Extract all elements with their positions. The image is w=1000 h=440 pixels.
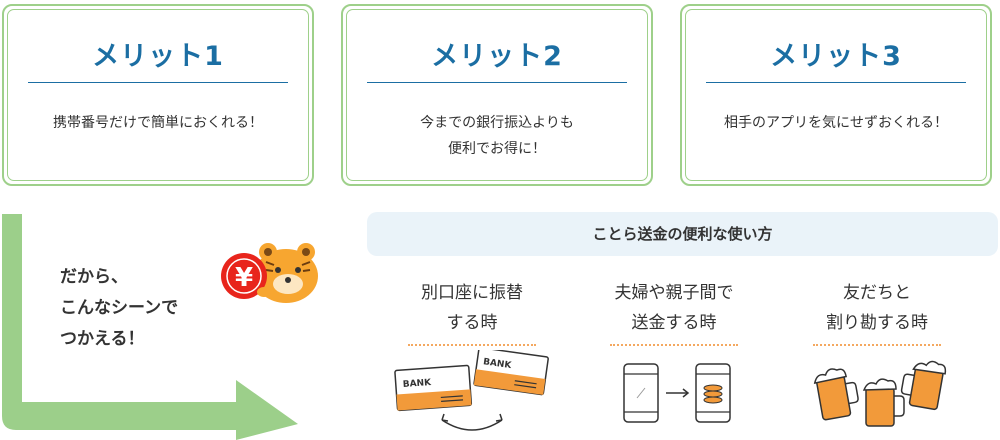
scene-split-bill: 友だちと 割り勘する時 <box>777 278 977 346</box>
dotted-divider <box>813 344 941 346</box>
dotted-divider <box>610 344 738 346</box>
bank-label: BANK <box>482 357 512 371</box>
divider <box>706 82 966 83</box>
bank-cards-icon: BANK BANK <box>394 350 549 431</box>
mascot-tiger-icon: ¥ <box>221 243 318 303</box>
scene-title: 友だちと 割り勘する時 <box>826 283 928 333</box>
scene-title: 別口座に振替 する時 <box>421 283 523 333</box>
benefit-card-3: メリット3 相手のアプリを気にせずおくれる！ <box>680 4 992 186</box>
benefit-description: 相手のアプリを気にせずおくれる！ <box>724 115 948 131</box>
benefit-title: メリット1 <box>92 41 224 72</box>
divider <box>28 82 288 83</box>
divider <box>367 82 627 83</box>
phone-transfer-icon <box>623 363 731 423</box>
benefit-card-2: メリット2 今までの銀行振込よりも 便利でお得に！ <box>341 4 653 186</box>
yen-symbol: ¥ <box>235 263 253 293</box>
benefit-description: 携帯番号だけで簡単におくれる！ <box>53 115 263 131</box>
benefit-card-1: メリット1 携帯番号だけで簡単におくれる！ <box>2 4 314 186</box>
bent-arrow-icon <box>2 214 298 440</box>
benefit-title: メリット2 <box>431 41 563 72</box>
benefit-title: メリット3 <box>770 41 902 72</box>
beer-mugs-icon <box>813 360 947 427</box>
catchphrase: だから、 こんなシーンで つかえる！ <box>60 267 179 349</box>
bank-label: BANK <box>403 378 433 390</box>
scene-family: 夫婦や親子間で 送金する時 <box>574 278 774 346</box>
howto-heading: ことら送金の便利な使い方 <box>367 212 998 256</box>
dotted-divider <box>408 344 536 346</box>
scene-transfer: 別口座に振替 する時 <box>372 278 572 346</box>
benefit-description: 今までの銀行振込よりも 便利でお得に！ <box>420 115 574 157</box>
scene-title: 夫婦や親子間で 送金する時 <box>614 283 734 333</box>
